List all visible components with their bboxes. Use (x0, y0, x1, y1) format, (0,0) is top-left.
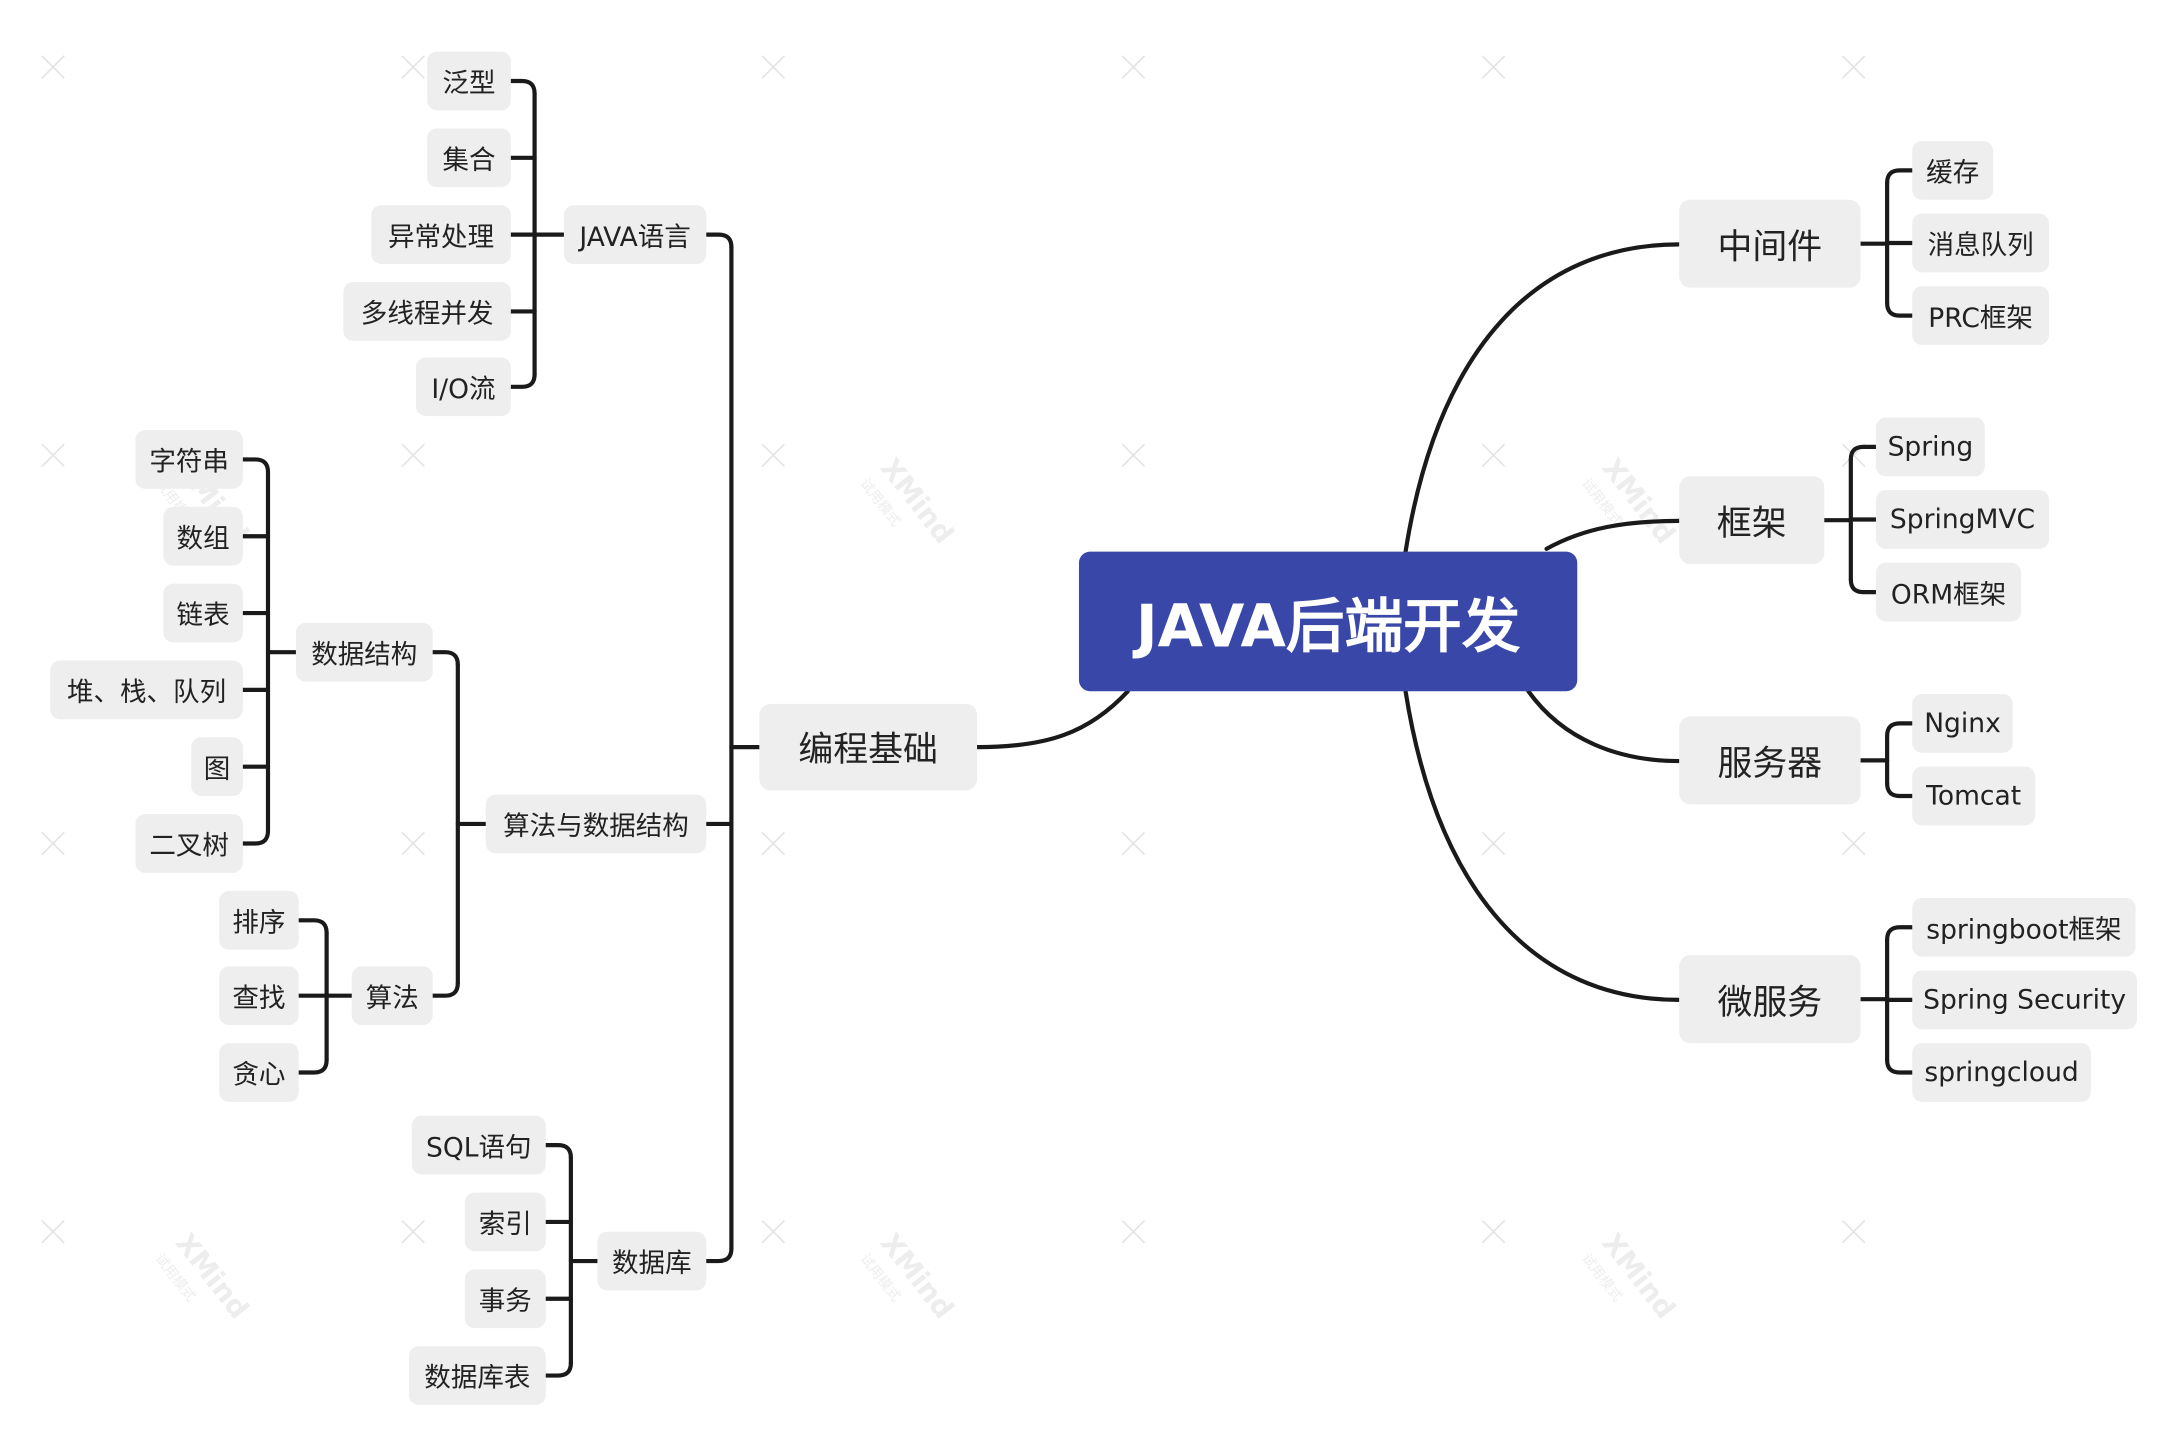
watermark-mark (1121, 55, 1146, 79)
topic-springboot-framework[interactable]: springboot框架 (1912, 897, 2136, 957)
watermark-mark (761, 55, 786, 79)
watermark-mark (1121, 443, 1146, 468)
watermark-mark (41, 55, 65, 79)
servers-branch-link (1885, 721, 1915, 739)
topic-database[interactable]: 数据库 (597, 1231, 707, 1291)
watermark-mark (41, 831, 65, 856)
watermark-mark (401, 1219, 425, 1244)
watermark-mark (1841, 55, 1866, 79)
topic-microservices[interactable]: 微服务 (1679, 955, 1861, 1044)
topic-transactions[interactable]: 事务 (464, 1269, 546, 1329)
frameworks-branch-link (1848, 444, 1879, 462)
left-branch-link (704, 1246, 734, 1264)
al-branch-link (296, 918, 329, 935)
root-to-left-link (974, 689, 1130, 750)
topic-spring[interactable]: Spring (1875, 417, 1985, 477)
watermark-mark (1481, 831, 1506, 856)
frameworks-branch-link (1848, 577, 1879, 595)
watermark-mark (1481, 443, 1506, 468)
topic-nginx[interactable]: Nginx (1912, 694, 2013, 753)
watermark-mark (401, 55, 425, 79)
topic-middleware[interactable]: 中间件 (1679, 199, 1861, 288)
java-branch-link (508, 78, 537, 96)
topic-array[interactable]: 数组 (163, 506, 243, 566)
root-to-frameworks-link (1544, 518, 1682, 551)
topic-generics[interactable]: 泛型 (427, 51, 511, 111)
topic-sql-statements[interactable]: SQL语句 (411, 1115, 546, 1175)
watermark-mark (761, 831, 786, 856)
topic-orm-framework[interactable]: ORM框架 (1875, 562, 2022, 622)
topic-programming-basics[interactable]: 编程基础 (759, 703, 978, 791)
algo-branch-link (430, 981, 460, 998)
topic-algorithms[interactable]: 算法 (351, 966, 433, 1026)
watermark-mark (41, 443, 65, 468)
root-to-microservices-link (1403, 689, 1682, 1002)
topic-servers[interactable]: 服务器 (1679, 716, 1861, 805)
topic-sorting[interactable]: 排序 (219, 890, 299, 950)
topic-io-streams[interactable]: I/O流 (415, 357, 511, 417)
watermark-mark (1481, 1219, 1506, 1244)
watermark-mark (41, 1219, 65, 1244)
watermark-mark (761, 1219, 786, 1244)
topic-cache[interactable]: 缓存 (1912, 141, 1994, 200)
root-topic[interactable]: JAVA后端开发 (1078, 551, 1578, 692)
ds-branch-link (240, 457, 271, 475)
topic-database-tables[interactable]: 数据库表 (408, 1346, 546, 1405)
microservices-branch-link (1885, 1057, 1915, 1075)
middleware-branch-link (1885, 300, 1915, 318)
al-branch-link (296, 1057, 329, 1075)
topic-exception-handling[interactable]: 异常处理 (371, 205, 511, 264)
root-to-servers-link (1526, 689, 1682, 764)
left-branch-link (704, 232, 734, 250)
topic-data-structures[interactable]: 数据结构 (295, 622, 433, 682)
topic-binary-tree[interactable]: 二叉树 (135, 814, 243, 873)
topic-linked-list[interactable]: 链表 (163, 583, 243, 643)
topic-graph[interactable]: 图 (191, 737, 243, 797)
root-to-middleware-link (1403, 242, 1682, 554)
watermark-mark (1841, 1219, 1866, 1244)
db-branch-link (543, 1143, 573, 1160)
topic-prc-framework[interactable]: PRC框架 (1912, 286, 2050, 345)
topic-spring-security[interactable]: Spring Security (1912, 970, 2137, 1030)
watermark-mark (401, 831, 425, 856)
topic-tomcat[interactable]: Tomcat (1912, 766, 2036, 826)
topic-frameworks[interactable]: 框架 (1679, 476, 1825, 565)
watermark-mark (761, 443, 786, 468)
watermark-mark (1481, 55, 1506, 79)
servers-branch-link (1885, 781, 1915, 799)
topic-message-queue[interactable]: 消息队列 (1912, 213, 2050, 273)
watermark-mark (1121, 1219, 1146, 1244)
topic-searching[interactable]: 查找 (219, 966, 299, 1026)
topic-indexes[interactable]: 索引 (464, 1192, 546, 1252)
watermark-mark (1121, 831, 1146, 856)
middleware-branch-link (1885, 168, 1915, 186)
topic-heap-stack-queue[interactable]: 堆、栈、队列 (50, 660, 243, 720)
microservices-branch-link (1885, 925, 1915, 942)
topic-java-language[interactable]: JAVA语言 (563, 205, 707, 264)
topic-collections[interactable]: 集合 (427, 128, 511, 188)
watermark-mark (1841, 831, 1866, 856)
topic-springcloud[interactable]: springcloud (1912, 1043, 2091, 1102)
ds-branch-link (240, 828, 271, 846)
topic-greedy[interactable]: 贪心 (219, 1043, 299, 1102)
topic-multithreading[interactable]: 多线程并发 (343, 282, 511, 341)
algo-branch-link (430, 650, 460, 667)
watermark-mark (401, 443, 425, 468)
java-branch-link (508, 372, 537, 389)
topic-algorithms-data-structures[interactable]: 算法与数据结构 (485, 794, 707, 854)
db-branch-link (543, 1360, 573, 1378)
topic-springmvc[interactable]: SpringMVC (1875, 490, 2050, 549)
topic-string[interactable]: 字符串 (135, 430, 243, 489)
